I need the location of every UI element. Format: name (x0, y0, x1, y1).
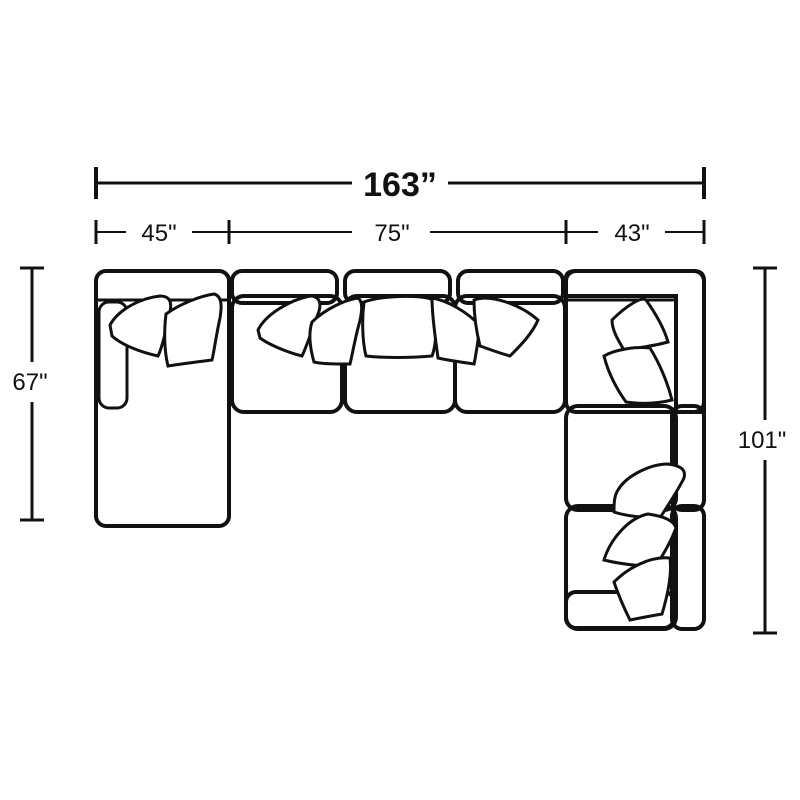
corner-outline (564, 269, 706, 414)
pillow-icon (472, 296, 540, 358)
return-back-1 (670, 404, 706, 512)
total-width-label: 163” (363, 166, 437, 204)
pillow-icon (612, 462, 686, 520)
right-depth-label: 101" (738, 427, 787, 454)
back-cushion-3 (456, 269, 565, 305)
pillow-icon (163, 292, 223, 368)
segment-left-label: 45" (141, 220, 176, 247)
back-cushion-1 (230, 269, 339, 305)
pillow-icon (602, 346, 674, 405)
total-width-dimension (94, 167, 706, 199)
pillow-icon (256, 294, 322, 358)
segment-dimensions (94, 220, 706, 244)
right-corner-sectional (564, 269, 706, 631)
left-depth-label: 67" (12, 369, 47, 396)
segment-middle-label: 75" (374, 220, 409, 247)
right-depth-dimension (753, 266, 777, 635)
chaise-outline (94, 269, 231, 528)
pillow-icon (610, 297, 670, 352)
pillow-icon (612, 556, 672, 622)
middle-sofa (230, 269, 567, 414)
pillow-icon (108, 294, 173, 358)
pillow-icon (361, 294, 438, 359)
segment-right-label: 43" (614, 220, 649, 247)
left-chaise (94, 269, 231, 528)
pillow-icon (308, 296, 364, 366)
pillow-icon (430, 296, 482, 366)
chaise-arm (97, 300, 129, 410)
left-depth-dimension (20, 266, 44, 522)
